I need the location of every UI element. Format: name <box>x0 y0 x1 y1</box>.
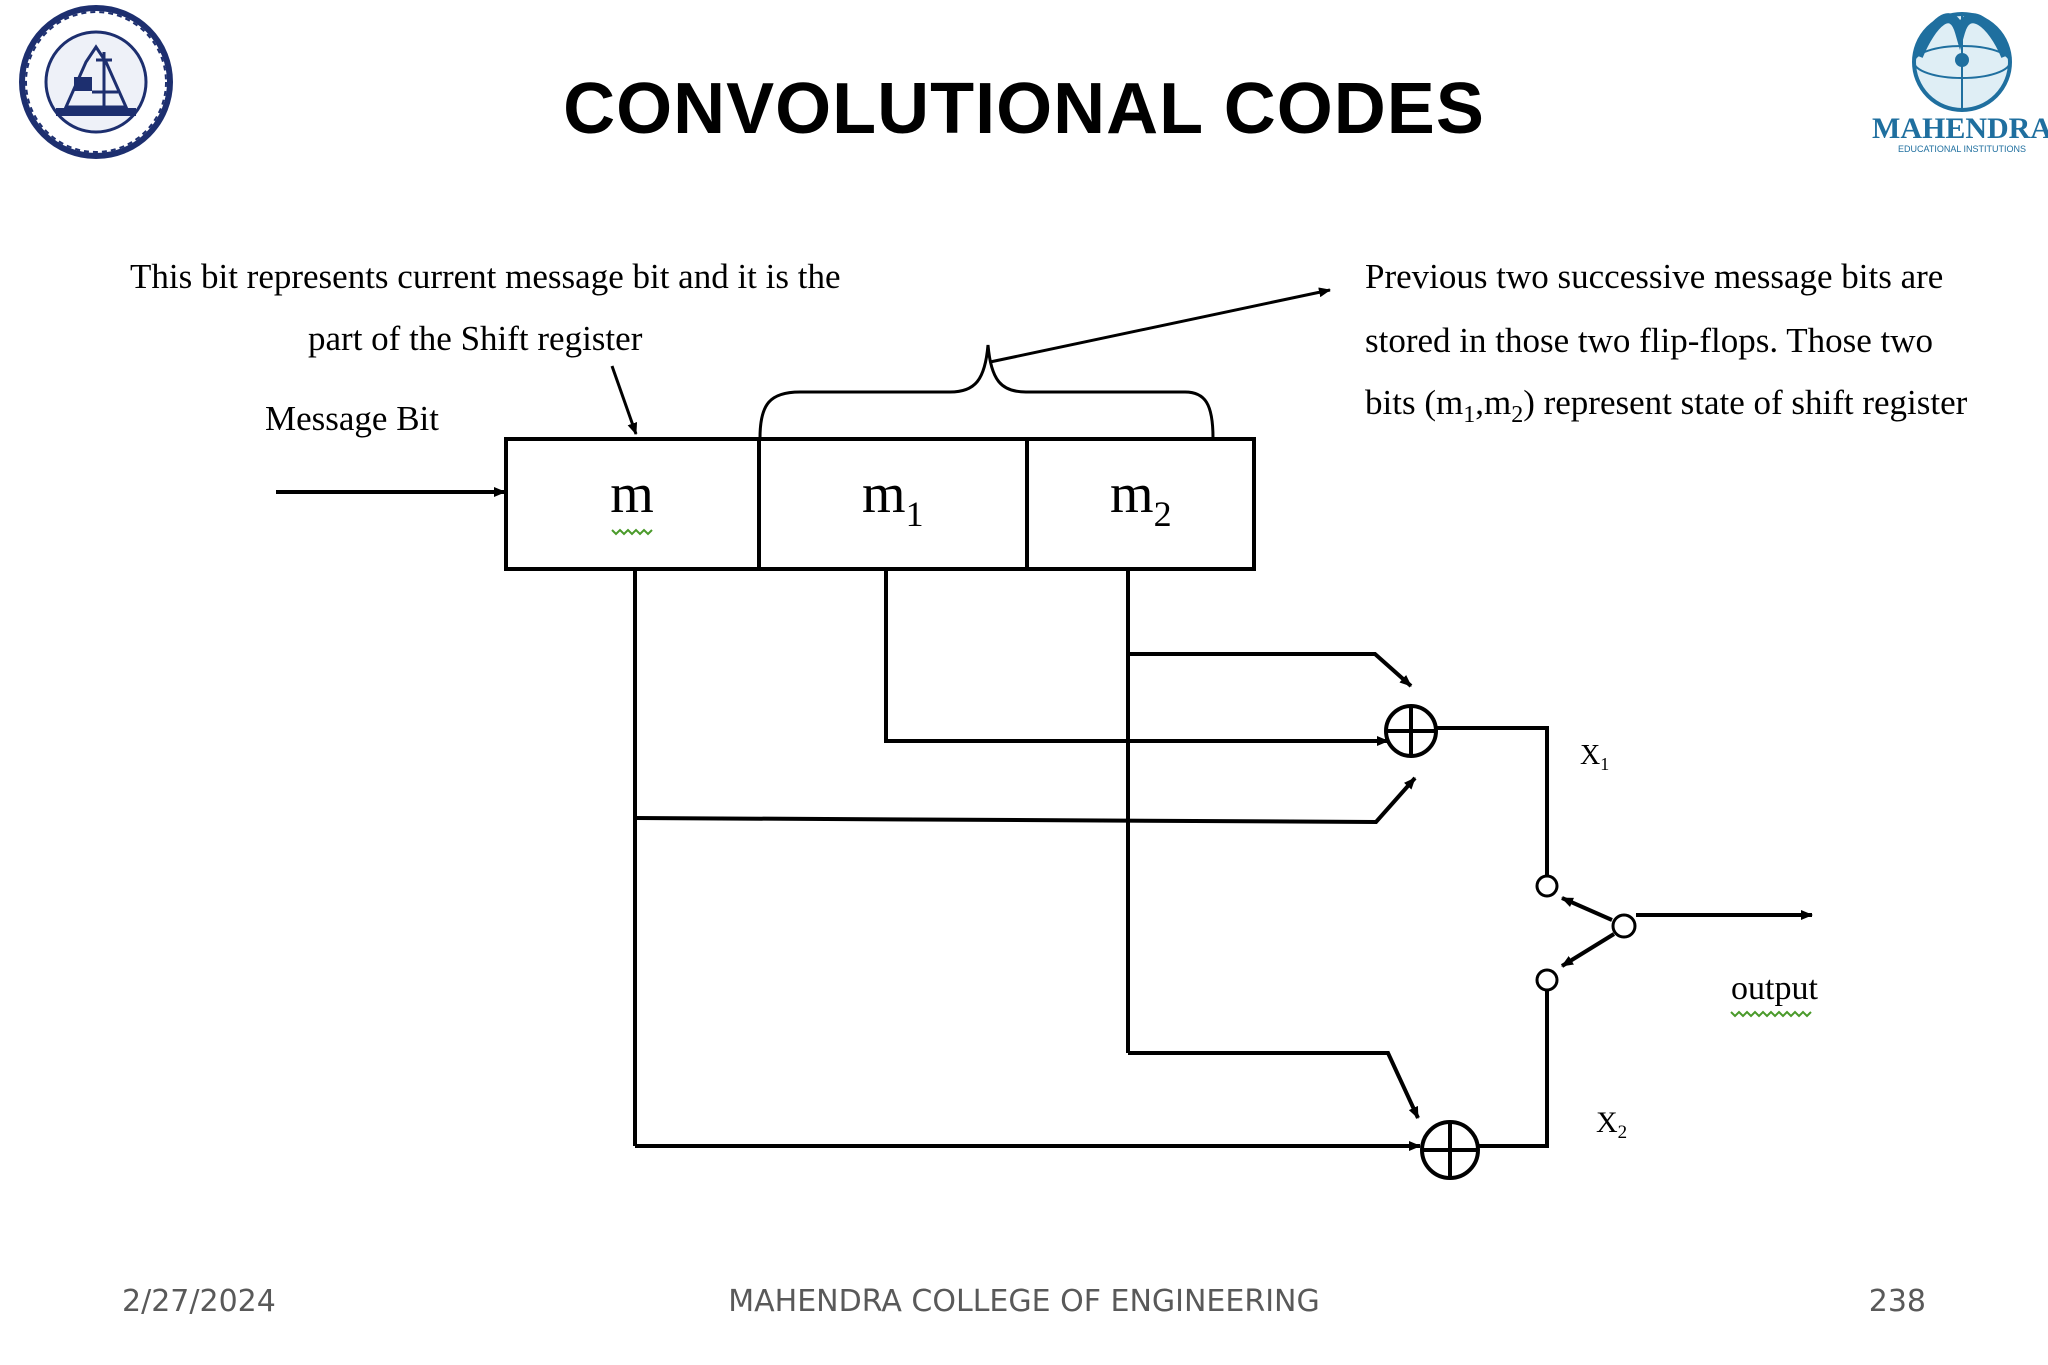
tap-m1-to-adder1 <box>884 569 1389 746</box>
pointer-to-state-note <box>989 287 1331 364</box>
cell-m1: m1 <box>862 463 924 534</box>
cell-m2: m2 <box>1110 463 1172 534</box>
message-bit-label: Message Bit <box>265 399 439 438</box>
switch-contact-x1 <box>1535 874 1559 898</box>
state-brace <box>758 344 1215 439</box>
slide-title: CONVOLUTIONAL CODES <box>563 69 1485 149</box>
switch-contact-x2 <box>1535 968 1559 992</box>
pointer-to-m <box>610 365 638 435</box>
footer-institution: MAHENDRA COLLEGE OF ENGINEERING <box>728 1284 1320 1319</box>
switch-arm-down <box>1560 932 1616 968</box>
note-current-bit-line2: part of the Shift register <box>308 319 643 358</box>
note-state-line3: bits (m1,m2) represent state of shift re… <box>1365 383 1968 428</box>
cell-m: m <box>610 463 654 525</box>
switch-arm-up <box>1561 896 1613 922</box>
x1-label: X1 <box>1580 740 1609 774</box>
note-current-bit-line1: This bit represents current message bit … <box>130 257 841 296</box>
spell-underline-m <box>611 528 653 536</box>
tap-m-to-adder1 <box>634 776 1417 825</box>
tap-m2-to-adder2 <box>1128 1051 1420 1119</box>
output-label: output <box>1731 970 1818 1007</box>
footer-date: 2/27/2024 <box>122 1284 276 1319</box>
x2-label: X2 <box>1596 1106 1627 1143</box>
shift-register <box>504 437 1256 571</box>
note-state-line1: Previous two successive message bits are <box>1365 257 1943 296</box>
spell-underline-output <box>1730 1010 1812 1018</box>
tap-m2-to-adder1 <box>1128 652 1413 688</box>
note-state-line2: stored in those two flip-flops. Those tw… <box>1365 321 1933 360</box>
modulo2-adder-2 <box>1420 1120 1480 1180</box>
x2-line <box>1478 990 1549 1148</box>
x1-line <box>1436 726 1549 876</box>
switch-pivot <box>1611 913 1637 939</box>
modulo2-adder-1 <box>1384 704 1438 758</box>
footer-page-number: 238 <box>1868 1284 1926 1319</box>
